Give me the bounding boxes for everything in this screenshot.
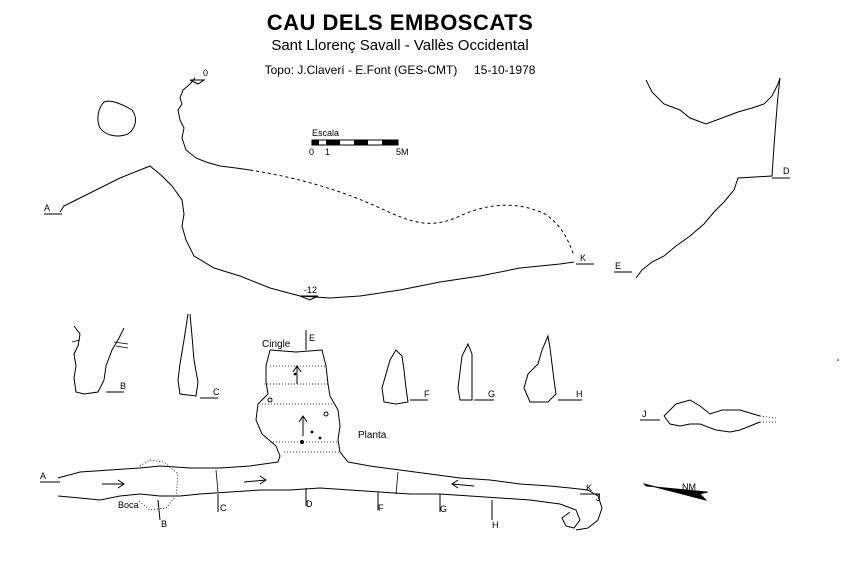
plan-view: Cingle E Planta A Boca K J — [40, 330, 603, 531]
profile-floor-line — [59, 165, 575, 299]
section-label-e: E — [309, 333, 315, 343]
plan-mark-g: G — [440, 504, 447, 514]
profile-right-wall — [635, 77, 781, 279]
plan-gallery-south-wall — [57, 487, 581, 529]
plan-mark-f: F — [378, 503, 384, 513]
plan-label-j: J — [596, 493, 601, 503]
profile-depth-minus-12: -12 — [304, 285, 317, 295]
plan-label-cingle: Cingle — [262, 339, 291, 350]
section-c — [177, 313, 199, 397]
north-label-nm: NM — [682, 482, 696, 492]
profile-right-roof — [645, 77, 781, 125]
profile-right-label-e: E — [615, 261, 621, 271]
survey-credits: Topo: J.Claverí - E.Font (GES-CMT) 15-10… — [264, 63, 536, 77]
scale-tick-1: 1 — [325, 147, 330, 157]
plan-mark-c: C — [220, 503, 227, 513]
scale-label: Escala — [312, 128, 339, 138]
plan-mark-d: D — [306, 499, 313, 509]
survey-location: Sant Llorenç Savall - Vallès Occidental — [271, 37, 529, 54]
profile-label-k: K — [580, 253, 586, 263]
plan-mark-b: B — [161, 519, 167, 529]
profile-right: D E — [614, 77, 790, 279]
plan-label-a: A — [40, 471, 46, 481]
section-label-j: J — [642, 409, 647, 419]
profile-depth-0: 0 — [203, 68, 208, 78]
profile-roof-line — [177, 77, 251, 171]
cross-sections: B C F G H J — [71, 313, 777, 433]
section-label-h: H — [576, 389, 583, 399]
north-arrow: NM — [642, 482, 709, 501]
section-label-g: G — [488, 389, 495, 399]
section-g — [457, 342, 473, 401]
profile-label-a: A — [44, 203, 50, 213]
section-j — [663, 399, 761, 433]
plan-label-k: K — [586, 483, 592, 493]
profile-right-label-d: D — [783, 166, 790, 176]
plan-gallery-north-wall — [57, 461, 589, 491]
scale-tick-5m: 5M — [396, 147, 409, 157]
scale-tick-0: 0 — [309, 147, 314, 157]
section-label-b: B — [120, 381, 126, 391]
section-label-c: C — [213, 387, 220, 397]
profile-side-chamber — [97, 100, 136, 137]
section-b — [73, 325, 125, 395]
plan-label-planta: Planta — [358, 430, 387, 441]
plan-mark-h: H — [492, 520, 499, 530]
section-label-f: F — [424, 389, 430, 399]
profile-section: A K 0 -12 — [44, 68, 594, 301]
plan-cingle-chamber — [255, 349, 349, 463]
survey-title: CAU DELS EMBOSCATS — [266, 10, 534, 35]
section-h — [523, 334, 557, 403]
scale-bar: Escala 0 1 5M — [309, 128, 409, 157]
plan-label-boca: Boca — [118, 500, 139, 510]
profile-roof-dashed — [249, 169, 575, 257]
section-f — [381, 349, 409, 405]
